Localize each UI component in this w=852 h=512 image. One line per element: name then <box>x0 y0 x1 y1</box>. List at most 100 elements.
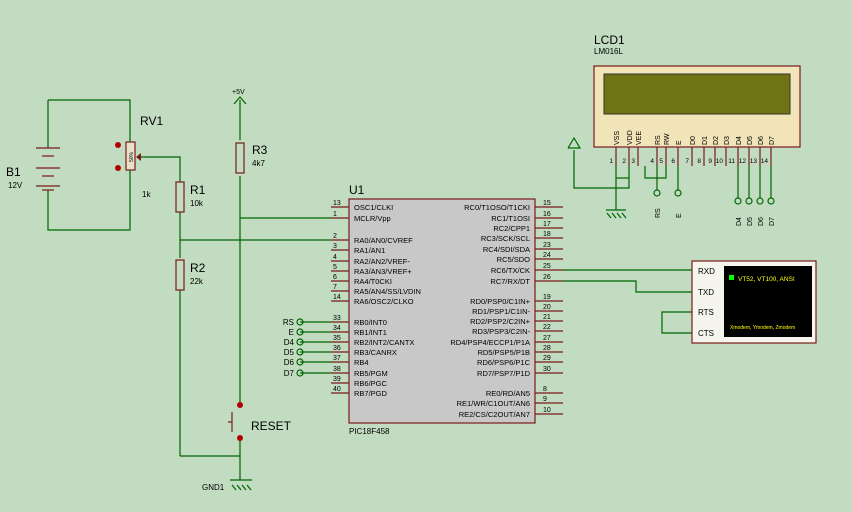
resistor-value: 22k <box>190 277 204 286</box>
terminal-pin-rxd: RXD <box>698 267 715 276</box>
mcu-pin-name: RB7/PGD <box>354 389 388 398</box>
mcu-pin-number: 39 <box>333 376 341 383</box>
terminal-label: RS <box>283 318 294 327</box>
mcu-pin-name: RD0/PSP0/C1IN+ <box>470 297 530 306</box>
terminal-pin-rts: RTS <box>698 308 714 317</box>
power-label: +5V <box>232 89 245 96</box>
mcu-pin-number: 24 <box>543 252 551 259</box>
mcu-pin-number: 8 <box>543 386 547 393</box>
lcd-ref: LCD1 <box>594 33 625 47</box>
mcu-right-pins: 15RC0/T1OSO/T1CKI16RC1/T1OSI17RC2/CPP118… <box>450 200 563 419</box>
mcu-pin-name: RD6/PSP6/P1C <box>477 358 531 367</box>
mcu-pin-number: 26 <box>543 274 551 281</box>
lcd-terminal-label: D7 <box>769 217 776 226</box>
lcd-pin-name: VSS <box>614 131 621 145</box>
terminal-label: D4 <box>284 338 295 347</box>
mcu-pin-name: RB4 <box>354 358 369 367</box>
potentiometer-rv1[interactable]: 50% RV1 1k <box>115 114 163 199</box>
mcu-pin-name: RC1/T1OSI <box>491 214 530 223</box>
lcd-pin-name: D3 <box>724 136 731 145</box>
lcd-pin-name: D1 <box>702 136 709 145</box>
mcu-pin-name: RD3/PSP3/C2IN- <box>472 327 530 336</box>
mcu-pin-number: 7 <box>333 284 337 291</box>
mcu-pin-number: 30 <box>543 366 551 373</box>
mcu-ref: U1 <box>349 183 365 197</box>
mcu-pin-name: RC6/TX/CK <box>491 266 530 275</box>
resistor-r2[interactable]: R2 22k <box>175 259 206 291</box>
reset-button[interactable]: RESET <box>228 402 292 441</box>
mcu-pin-number: 16 <box>543 211 551 218</box>
lcd-terminal-node <box>756 197 764 205</box>
mcu-pin-number: 4 <box>333 254 337 261</box>
mcu-pin-number: 20 <box>543 304 551 311</box>
lcd-terminal-node <box>734 197 742 205</box>
lcd-pin-number: 8 <box>697 158 701 165</box>
mcu-pin-name: RC0/T1OSO/T1CKI <box>464 203 530 212</box>
ground-label: GND1 <box>202 483 225 492</box>
mcu-pin-name: RA1/AN1 <box>354 246 385 255</box>
lcd-glass <box>603 73 791 115</box>
virtual-terminal[interactable]: VT52, VT100, ANSI Xmodem, Ymodem, Zmodem… <box>691 260 817 344</box>
pot-ref: RV1 <box>140 114 163 128</box>
mcu-pin-name: RD7/PSP7/P1D <box>477 369 531 378</box>
lcd-pin-number: 2 <box>622 158 626 165</box>
lcd-pin-name: D2 <box>713 136 720 145</box>
mcu-pin-number: 17 <box>543 221 551 228</box>
mcu-pin-name: RC2/CPP1 <box>493 224 530 233</box>
resistor-ref: R2 <box>190 261 206 275</box>
resistor-r3[interactable]: R3 4k7 <box>235 142 268 174</box>
lcd-terminal-label: D6 <box>758 217 765 226</box>
mcu-pin-name: RA2/AN2/VREF- <box>354 257 410 266</box>
mcu-pin-name: RB5/PGM <box>354 369 388 378</box>
mcu-pin-number: 3 <box>333 243 337 250</box>
mcu-pin-number: 29 <box>543 355 551 362</box>
mcu-pin-number: 34 <box>333 325 341 332</box>
mcu-pin-number: 18 <box>543 231 551 238</box>
lcd-pin-number: 7 <box>685 158 689 165</box>
pot-value: 1k <box>142 190 151 199</box>
lcd-pin-name: D5 <box>747 136 754 145</box>
terminal-node <box>296 328 304 336</box>
mcu-pin-number: 25 <box>543 263 551 270</box>
resistor-ref: R1 <box>190 183 206 197</box>
terminal-label: D7 <box>284 369 295 378</box>
lcd-terminal-node <box>745 197 753 205</box>
lcd-pin-name: RS <box>655 135 662 145</box>
mcu-pin-name: RB0/INT0 <box>354 318 387 327</box>
lcd-pins: VSS1VDD2VEE3RS4RW5E6D07D18D29D310D411D51… <box>609 130 776 166</box>
resistor-value: 4k7 <box>252 159 265 168</box>
mcu-pin-name: RD5/PSP5/P1B <box>477 348 530 357</box>
mcu-pin-name: RA5/AN4/SS/LVDIN <box>354 287 421 296</box>
mcu-pin-name: RE0/RD/AN5 <box>486 389 530 398</box>
battery-b1[interactable]: B1 12V <box>6 147 60 191</box>
mcu-pin-number: 6 <box>333 274 337 281</box>
lcd-model: LM016L <box>594 47 623 56</box>
battery-value: 12V <box>8 181 23 190</box>
terminal-node <box>296 348 304 356</box>
mcu-pin-name: RA6/OSC2/CLKO <box>354 297 414 306</box>
lcd-pin-number: 10 <box>716 158 724 165</box>
terminal-screen <box>724 266 812 337</box>
lcd-module[interactable]: LCD1 LM016L VSS1VDD2VEE3RS4RW5E6D07D18D2… <box>567 33 801 226</box>
mcu-pin-number: 27 <box>543 335 551 342</box>
terminal-node <box>296 318 304 326</box>
terminal-line2: Xmodem, Ymodem, Zmodem <box>730 325 795 331</box>
lcd-terminal-node <box>767 197 775 205</box>
terminal-label: D6 <box>284 358 295 367</box>
terminal-label: E <box>289 328 294 337</box>
mcu-pin-number: 40 <box>333 386 341 393</box>
lcd-pin-number: 13 <box>750 158 758 165</box>
terminal-label: D5 <box>284 348 295 357</box>
mcu-pin-number: 2 <box>333 233 337 240</box>
pot-center: 50% <box>129 151 135 162</box>
lcd-pin-name: D4 <box>736 136 743 145</box>
lcd-terminal-label: RS <box>655 208 662 218</box>
lcd-pin-number: 14 <box>761 158 769 165</box>
mcu-pin-number: 38 <box>333 366 341 373</box>
mcu-pin-number: 33 <box>333 315 341 322</box>
mcu-pin-name: RC3/SCK/SCL <box>481 234 530 243</box>
resistor-r1[interactable]: R1 10k <box>175 181 206 213</box>
mcu-pin-number: 1 <box>333 211 337 218</box>
lcd-terminal-node <box>674 189 682 197</box>
